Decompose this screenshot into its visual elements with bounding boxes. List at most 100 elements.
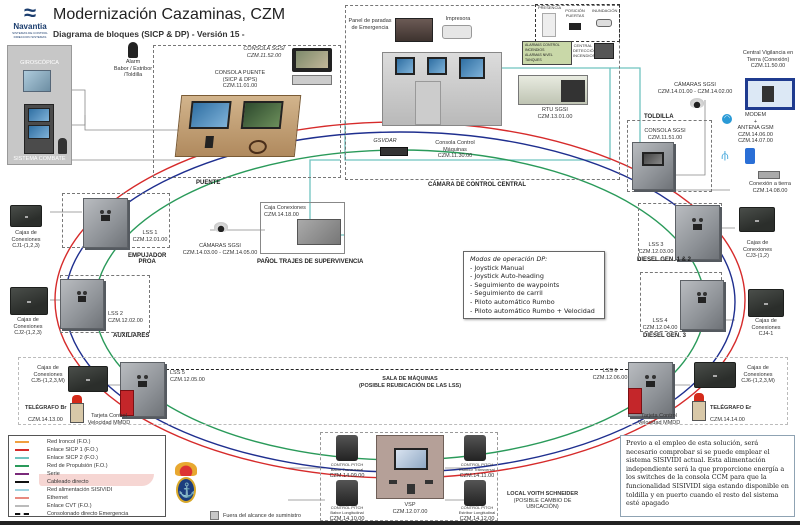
alarm-microphone-icon (128, 42, 138, 58)
emergency-stop-panel (395, 18, 433, 42)
alarm-label-3: /Toldilla (123, 72, 143, 79)
central-vig-1: Central Vigilancia en (742, 50, 794, 56)
sgsi-console-bridge-label: CONSOLA SGSI CZM.11.52.00 (236, 46, 292, 59)
fire-central-2: DETECCIÓN (573, 47, 597, 53)
lss1-label: LSS 1 CZM.12.01.00 (132, 230, 168, 243)
sgsi-toldilla-title: CONSOLA SGSI (644, 128, 686, 134)
legend-item: Enlace SICP 1 (F.O.) (15, 446, 98, 454)
telegraph-er-code: CZM.14.14.00 (710, 417, 745, 423)
legend-item: Serie (15, 470, 60, 478)
lss2-cabinet (60, 279, 104, 329)
fire-central-device (594, 43, 614, 59)
legend-label: Serie (47, 471, 60, 477)
panol-box-label: Caja Conexiones CZM.14.18.00 (264, 205, 306, 218)
bridge-console-subtitle: (SICP & DPS) (222, 76, 258, 83)
ccm-screen-3 (459, 57, 485, 79)
cj6-l3: CJ6-(1,2,3,M) (741, 378, 775, 385)
alarm-label: Alarm Babor / Estribor /Toldilla (110, 59, 156, 79)
card-er-2: Velocidad MMDD (637, 419, 681, 426)
zone-empujador-label: EMPUJADOR PROA (128, 253, 166, 265)
panol-camera-icon (214, 222, 228, 232)
telegraph-br-code: CZM.14.13.00 (28, 417, 63, 423)
navy-anchor-emblem: ⚓ (176, 477, 196, 503)
pitch-el-2: Estribor Longitudinal (458, 509, 496, 515)
ccm-label-2: Máquinas (443, 146, 467, 153)
central-vigilancia-label: Central Vigilancia en Tierra (Conexión) … (738, 50, 798, 70)
dp-mode-item: - Piloto automático Rumbo (470, 297, 555, 306)
cj2-label: Cajas de Conexiones CJ2-(1,2,3) (5, 317, 51, 337)
pitch-et-code: CZM.14.11.00 (459, 472, 495, 479)
fire-central-label: CENTRAL DETECCIÓN INCENDIOS (573, 43, 597, 58)
voith-zone-1: LOCAL VOITH SCHNEIDER (506, 491, 579, 497)
gyro-device-icon (23, 70, 51, 92)
pitch-bl-1: CONTROL PITCH (330, 505, 364, 510)
combat-label: SISTEMA COMBATE (13, 156, 66, 162)
sms-phone-icon (745, 148, 755, 164)
zone-toldilla (627, 120, 712, 192)
lss5-name: LSS 5 (170, 370, 185, 376)
vsp-panel (376, 435, 444, 499)
bridge-joystick (204, 136, 214, 148)
junction-box-cj5 (68, 366, 108, 392)
presence-sensor-icon (542, 13, 556, 37)
toldilla-cameras-label: CÁMARAS SGSI CZM.14.01.00 - CZM.14.02.00 (655, 82, 735, 95)
pitch-bt-2: Babor Transversal (330, 466, 364, 472)
ccm-label: Consola Control Máquinas CZM.11.30.00 (430, 140, 480, 160)
pitch-bt-code: CZM.14.09.00 (329, 472, 365, 479)
page-subtitle: Diagrama de bloques (SICP & DP) - Versió… (53, 29, 245, 39)
pitch-actuator-icon (336, 480, 358, 506)
pitch-bt-label: CONTROL PITCH Babor Transversal CZM.14.0… (323, 462, 371, 479)
zone-voith (320, 432, 498, 521)
zone-sala-maquinas (18, 357, 788, 425)
out-of-scope-swatch (210, 511, 219, 520)
panol-cameras-label: CÁMARAS SGSI CZM.14.03.00 - CZM.14.05.00 (180, 243, 260, 256)
central-vig-2: Tierra (Conexión) (746, 56, 790, 63)
cj3-l3: CJ3-(1,2) (746, 253, 769, 260)
panel-paradas-line2: de Emergencia (351, 24, 389, 31)
bottom-border (0, 521, 800, 525)
modem-3: ANTENA GSM (737, 125, 774, 132)
telegraph-er-device (692, 401, 706, 421)
alarm-label-1: Alarm (125, 59, 141, 65)
dome-camera-icon (690, 98, 704, 108)
toldilla-cameras-1: CÁMARAS SGSI (674, 82, 716, 88)
panol-cameras-2: CZM.14.03.00 - CZM.14.05.00 (182, 249, 258, 256)
cj4-l3: CJ4-1 (758, 331, 774, 338)
bridge-screen-2 (240, 101, 284, 129)
pitch-et-2: Estribor Transversal (459, 466, 495, 472)
combat-console-icon (24, 104, 54, 154)
dp-mode-item: - Seguimiento de waypoints (470, 280, 560, 289)
voith-zone-3: UBICACIÓN) (526, 504, 559, 511)
vsp-screen (394, 448, 428, 470)
out-of-scope-label: Fuera del alcance de suministro (223, 513, 301, 519)
lss6-label: LSS 6 CZM.12.06.00 (590, 368, 630, 381)
sgsi-toldilla-code: CZM.11.51.00 (647, 134, 683, 141)
joystick-icon (58, 138, 67, 154)
sgsi-bridge-unit (292, 75, 332, 85)
zone-auxiliares-label: AUXILIARES (113, 333, 150, 339)
logo-sub2: DIRECCION SISTEMAS (13, 35, 47, 39)
junction-box-cj6 (694, 362, 736, 388)
dp-mode-item: - Joystick Auto-heading (470, 272, 544, 281)
legend-label: Enlace SICP 2 (F.O.) (47, 455, 98, 461)
lss4-code: CZM.12.04.00 (642, 324, 678, 331)
voith-zone-2: (POSIBLE CAMBIO DE (513, 497, 572, 504)
cj3-l2: Conexiones (742, 246, 773, 253)
wifi-icon: ◠ (722, 114, 732, 124)
lss3-cabinet (675, 205, 720, 260)
pitch-bt-1: CONTROL PITCH (330, 462, 364, 467)
legend-label: Enlace SICP 1 (F.O.) (47, 447, 98, 453)
ccm-code: CZM.11.30.00 (437, 153, 473, 160)
legend-swatch (15, 457, 29, 459)
zone-panol (260, 202, 345, 254)
junction-box-cj1 (10, 205, 42, 227)
cj1-l3: CJ1-(1,2,3) (12, 243, 40, 250)
legend-item: Red Ironcol (F.O.) (15, 438, 90, 446)
pitch-el-code: CZM.14.12.00 (459, 515, 495, 522)
panol-box-1: Caja Conexiones (264, 205, 306, 211)
out-of-scope-panel: GIROSCÓPICA SISTEMA COMBATE (7, 45, 72, 165)
legend-item: Red de Propulsión (F.O.) (15, 462, 108, 470)
antenna-tower-icon: ⫛ (721, 148, 729, 162)
pitch-et-label: CONTROL PITCH Estribor Transversal CZM.1… (452, 462, 502, 479)
speed-card-er-label: Tarjeta Control Velocidad MMDD (636, 413, 682, 426)
